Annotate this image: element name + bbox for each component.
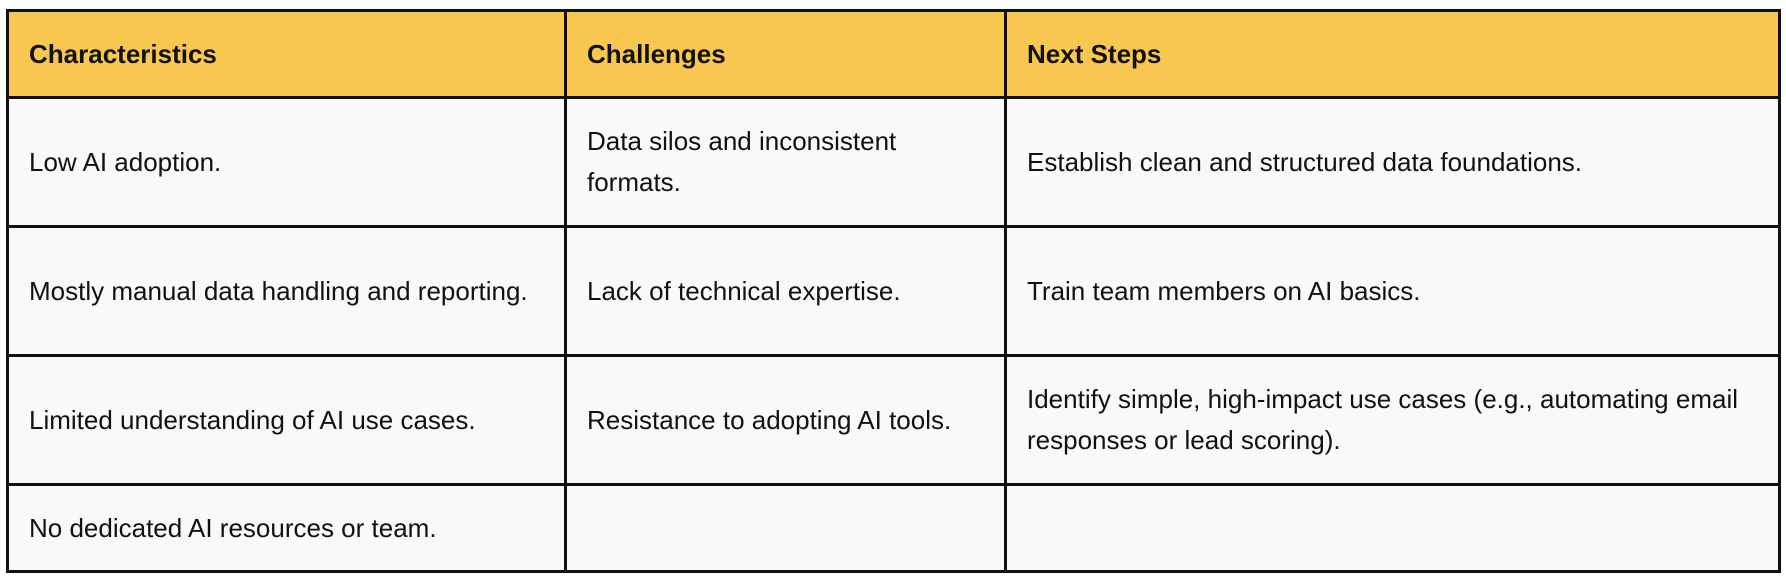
cell-next-step: Train team members on AI basics.: [1004, 225, 1781, 357]
cell-characteristic: No dedicated AI resources or team.: [6, 483, 567, 573]
cell-challenge: Lack of technical expertise.: [564, 225, 1007, 357]
table-row: Mostly manual data handling and reportin…: [6, 225, 1781, 357]
cell-characteristic: Mostly manual data handling and reportin…: [6, 225, 567, 357]
table-row: Limited understanding of AI use cases. R…: [6, 354, 1781, 486]
header-challenges: Challenges: [564, 9, 1007, 99]
table-row: Low AI adoption. Data silos and inconsis…: [6, 96, 1781, 228]
header-characteristics: Characteristics: [6, 9, 567, 99]
cell-next-step: [1004, 483, 1781, 573]
cell-challenge: Resistance to adopting AI tools.: [564, 354, 1007, 486]
table-header-row: Characteristics Challenges Next Steps: [6, 9, 1781, 99]
header-next-steps: Next Steps: [1004, 9, 1781, 99]
cell-challenge: [564, 483, 1007, 573]
cell-challenge: Data silos and inconsistent formats.: [564, 96, 1007, 228]
cell-next-step: Establish clean and structured data foun…: [1004, 96, 1781, 228]
ai-maturity-table-container: Characteristics Challenges Next Steps Lo…: [6, 9, 1781, 573]
cell-next-step: Identify simple, high-impact use cases (…: [1004, 354, 1781, 486]
table-row: No dedicated AI resources or team.: [6, 483, 1781, 573]
cell-characteristic: Low AI adoption.: [6, 96, 567, 228]
cell-characteristic: Limited understanding of AI use cases.: [6, 354, 567, 486]
ai-maturity-table: Characteristics Challenges Next Steps Lo…: [6, 9, 1781, 573]
